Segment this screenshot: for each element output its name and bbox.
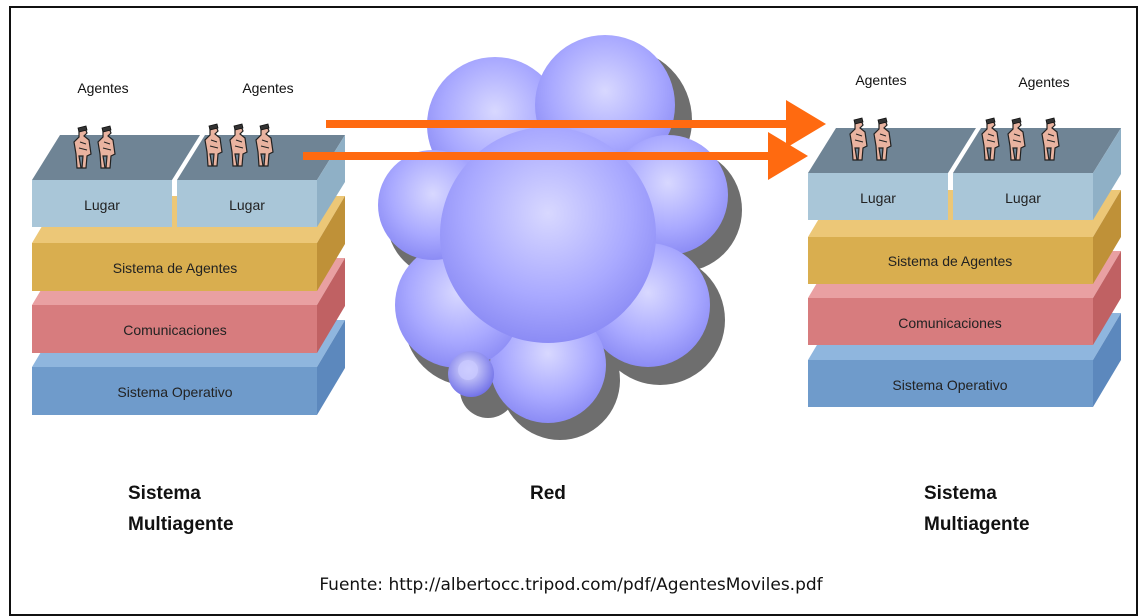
place-label: Lugar [229,197,265,213]
right-stack: Lugar Lugar Sistema de Agentes Comunicac… [808,72,1121,407]
arrow-icon [326,100,826,148]
cloud-icon [378,35,742,440]
left-caption-line1: Sistema [128,483,201,504]
agent-system-label: Sistema de Agentes [888,253,1013,269]
right-caption-line2: Multiagente [924,514,1030,535]
left-caption-line2: Multiagente [128,514,234,535]
place-label: Lugar [84,197,120,213]
place-label: Lugar [1005,190,1041,206]
agents-label: Agentes [855,72,906,88]
agents-label: Agentes [77,80,128,96]
agents-label: Agentes [242,80,293,96]
arrow-icon [303,132,808,180]
right-caption-line1: Sistema [924,483,997,504]
place-label: Lugar [860,190,896,206]
communications-label: Comunicaciones [123,322,227,338]
os-label: Sistema Operativo [117,384,232,400]
os-label: Sistema Operativo [892,377,1007,393]
agents-label: Agentes [1018,74,1069,90]
network-caption: Red [530,483,566,504]
agent-system-label: Sistema de Agentes [113,260,238,276]
source-citation: Fuente: http://albertocc.tripod.com/pdf/… [319,575,823,595]
communications-label: Comunicaciones [898,315,1002,331]
left-stack: Lugar Lugar Sistema de Agentes Comunicac… [32,80,345,415]
